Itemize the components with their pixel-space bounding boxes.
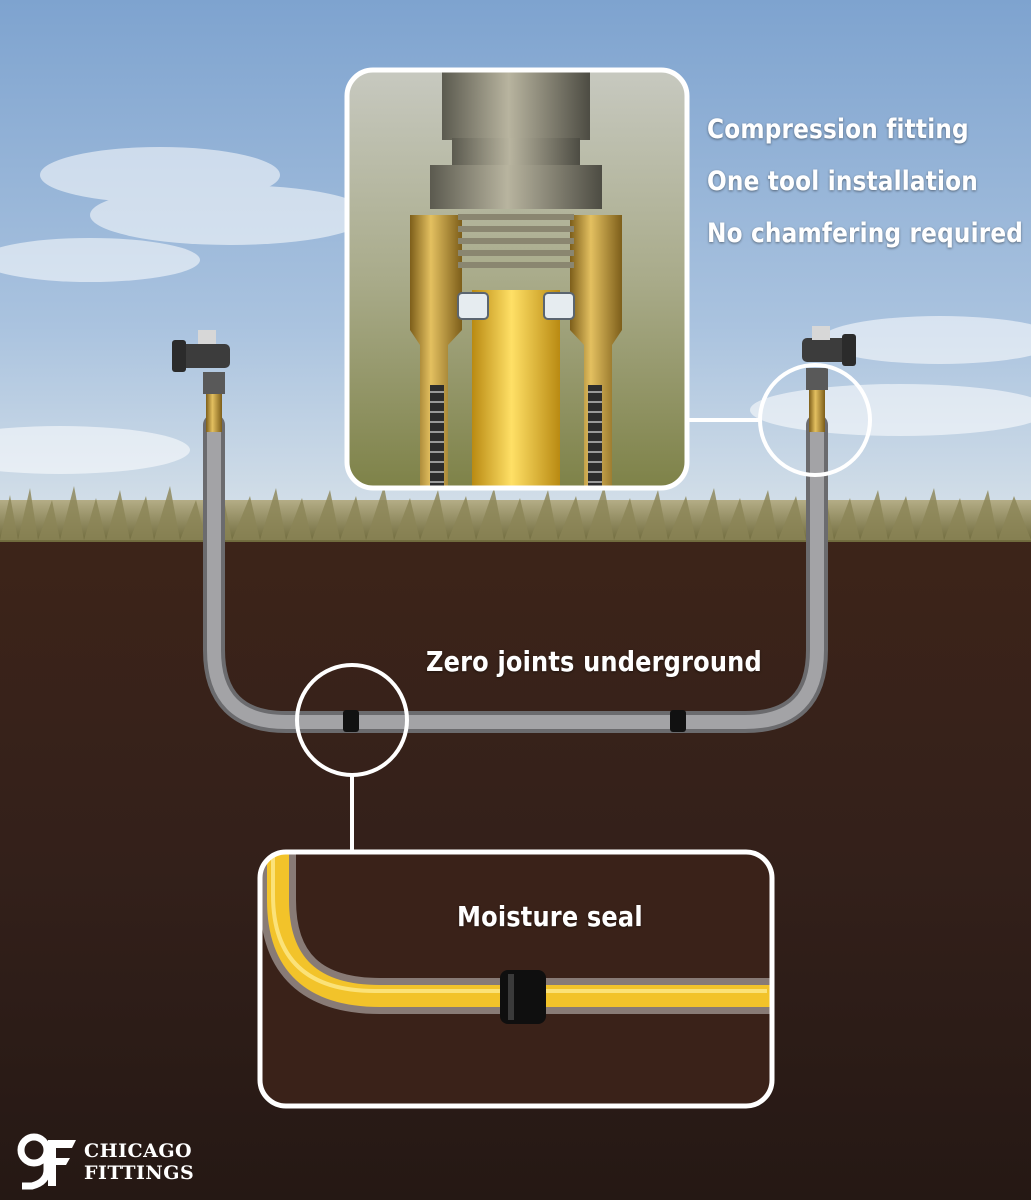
chicago-fittings-logo: CHICAGO FITTINGS: [14, 1130, 224, 1190]
seal-right: [670, 710, 686, 732]
brand-line-1: CHICAGO: [84, 1140, 193, 1162]
left-valve: [172, 330, 230, 432]
underground-callout: Zero joints underground: [426, 645, 762, 678]
moisture-seal-label: Moisture seal: [457, 900, 643, 933]
feature-one-tool-installation: One tool installation: [707, 166, 978, 197]
logo-monogram-icon: [17, 1133, 76, 1190]
seal-left: [343, 710, 359, 732]
feature-compression-fitting: Compression fitting: [707, 114, 969, 145]
feature-no-chamfering: No chamfering required: [707, 218, 1024, 249]
brand-line-2: FITTINGS: [84, 1162, 195, 1184]
fitting-inset: [344, 67, 690, 491]
grass: [0, 486, 1031, 542]
right-valve: [802, 326, 856, 432]
seal-inset: [257, 849, 775, 1109]
